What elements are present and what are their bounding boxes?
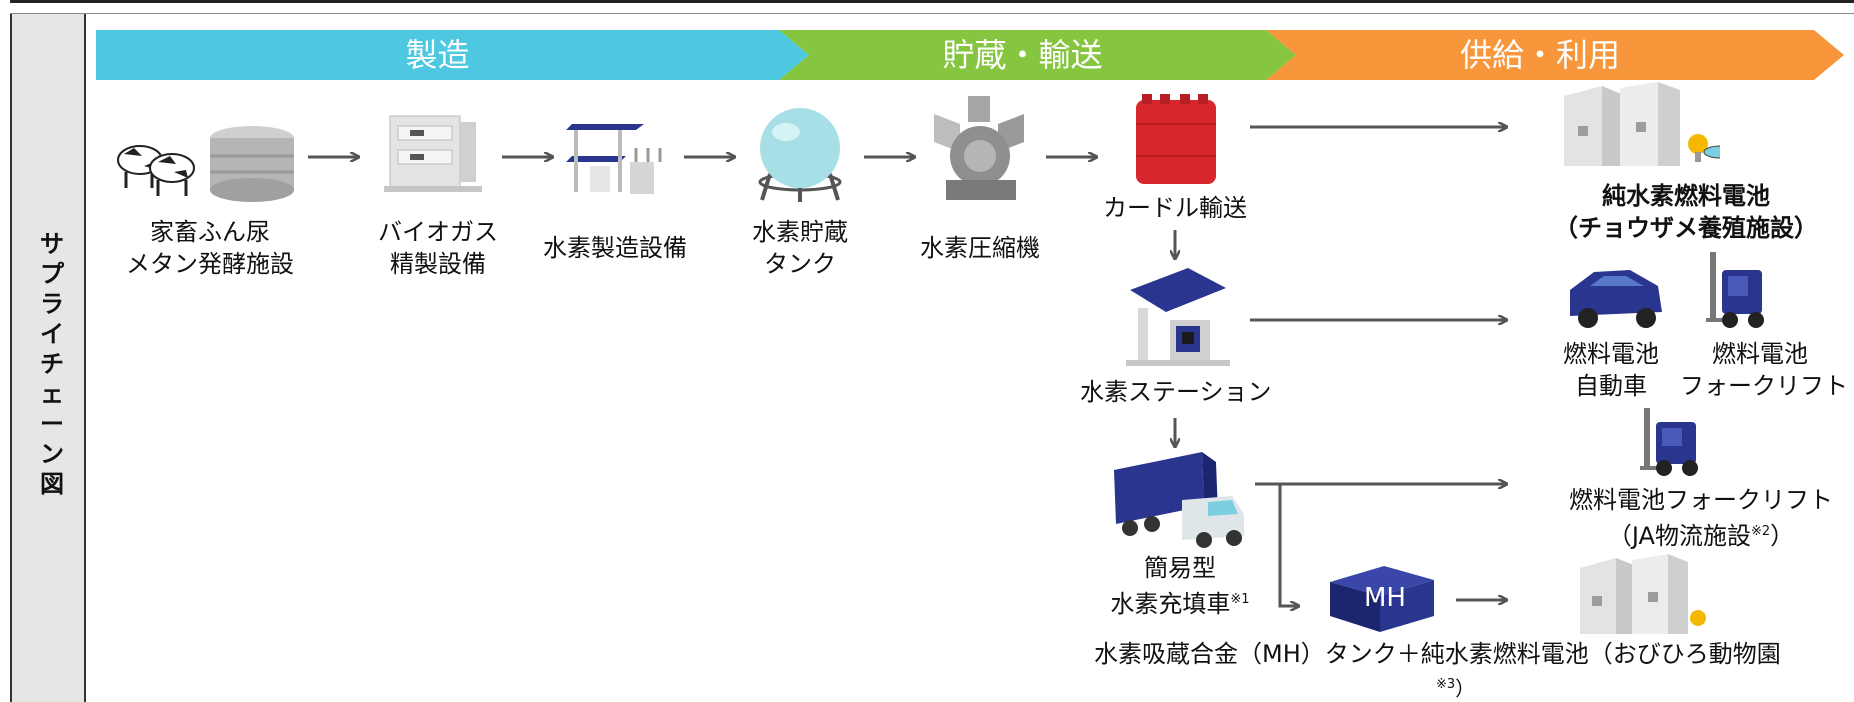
station-label-line1: 水素ステーション [1080,378,1272,406]
stage-label-supply: 供給・利用 [1459,36,1620,74]
stage-shape-supply [1266,30,1844,80]
curdle-label-line1: カードル輸送 [1103,194,1247,222]
station-label: 水素ステーション [1080,376,1272,408]
pure-fc-label-line1: 純水素燃料電池 [1602,182,1770,210]
top-border [10,0,1854,14]
ja-forklift-label-line1: 燃料電池フォークリフト [1569,486,1833,514]
stage-banner [96,30,1844,80]
zoo-fuel-cell-icon [1580,554,1706,634]
storage-label: 水素貯蔵 タンク [730,216,870,280]
ja-forklift-label: 燃料電池フォークリフト （JA物流施設※2） [1566,484,1836,552]
mh-tank-icon [1330,566,1434,632]
rail-title: サプライチェーン図 [40,230,64,498]
forklift-label-line1: 燃料電池 [1712,340,1808,368]
truck-label: 簡易型 水素充填車※1 [1090,552,1270,620]
ja-forklift-icon [1640,408,1698,476]
stage-shape-storage [779,30,1296,80]
forklift-label-line2: フォークリフト [1680,372,1848,400]
cow-icon [117,126,294,202]
curdle-label: カードル輸送 [1090,192,1260,224]
biogas-label: バイオガス 精製設備 [368,216,508,280]
storage-sphere-icon [758,108,842,202]
forklift-label: 燃料電池 フォークリフト [1680,338,1848,402]
pure-fc-label: 純水素燃料電池 （チョウザメ養殖施設） [1536,180,1836,244]
forklift-icon [1706,252,1764,328]
storage-label-line1: 水素貯蔵 [752,218,848,246]
fcv-label: 燃料電池 自動車 [1546,338,1676,402]
stage-shape-manufacture [96,30,809,80]
biogas-label-line2: 精製設備 [390,250,486,278]
livestock-label-line1: 家畜ふん尿 [150,218,270,246]
diagram-frame: サプライチェーン図 [10,0,1854,702]
ja-forklift-label-line2: （JA物流施設※2） [1566,516,1836,552]
pure-fc-label-line2: （チョウザメ養殖施設） [1554,214,1818,242]
hydrogen-station-icon [1126,268,1230,366]
fuel-cell-unit-icon [1564,82,1720,166]
compressor-label-line1: 水素圧縮機 [920,234,1040,262]
mh-caption-text: 水素吸蔵合金（MH）タンク＋純水素燃料電池（おびひろ動物園 [1094,640,1781,668]
compressor-icon [934,96,1024,200]
mh-caption-tail: ※3） [1436,670,1496,702]
truck-footnote-mark: ※1 [1230,592,1250,607]
livestock-label: 家畜ふん尿 メタン発酵施設 [120,216,300,280]
stage-banner-shapes [96,30,1844,80]
mh-badge: MH [1364,583,1406,613]
truck-label-line1: 簡易型 [1144,554,1216,582]
truck-label-line2-text: 水素充填車 [1110,590,1231,618]
stage-label-manufacture: 製造 [405,36,470,74]
fcv-label-line1: 燃料電池 [1563,340,1659,368]
tank-stack-icon [210,126,294,202]
fuel-cell-car-icon [1570,270,1662,328]
mh-footnote-mark: ※3 [1436,677,1456,692]
mh-caption: 水素吸蔵合金（MH）タンク＋純水素燃料電池（おびひろ動物園 [1094,638,1854,670]
ja-forklift-label-line2a: （JA物流施設 [1607,522,1751,550]
production-label-line1: 水素製造設備 [543,234,687,262]
stage-label-storage: 貯蔵・輸送 [942,36,1103,74]
arrow-truck-to-mh [1278,484,1298,606]
gas-cylinder-bundle-icon [1136,94,1216,184]
biogas-label-line1: バイオガス [378,218,498,246]
ja-footnote-mark: ※2 [1750,524,1771,539]
ja-forklift-label-line2b: ） [1770,522,1795,550]
compressor-label: 水素圧縮機 [905,232,1055,264]
storage-label-line2: タンク [764,250,836,278]
left-rail: サプライチェーン図 [10,14,86,702]
biogas-equipment-icon [384,115,482,192]
hydrogen-truck-icon [1114,452,1244,548]
livestock-label-line2: メタン発酵施設 [126,250,294,278]
mh-caption-close: ） [1455,676,1476,701]
hydrogen-production-icon [566,124,662,194]
truck-label-line2: 水素充填車※1 [1090,584,1270,620]
production-label: 水素製造設備 [530,232,700,264]
fcv-label-line2: 自動車 [1575,372,1647,400]
